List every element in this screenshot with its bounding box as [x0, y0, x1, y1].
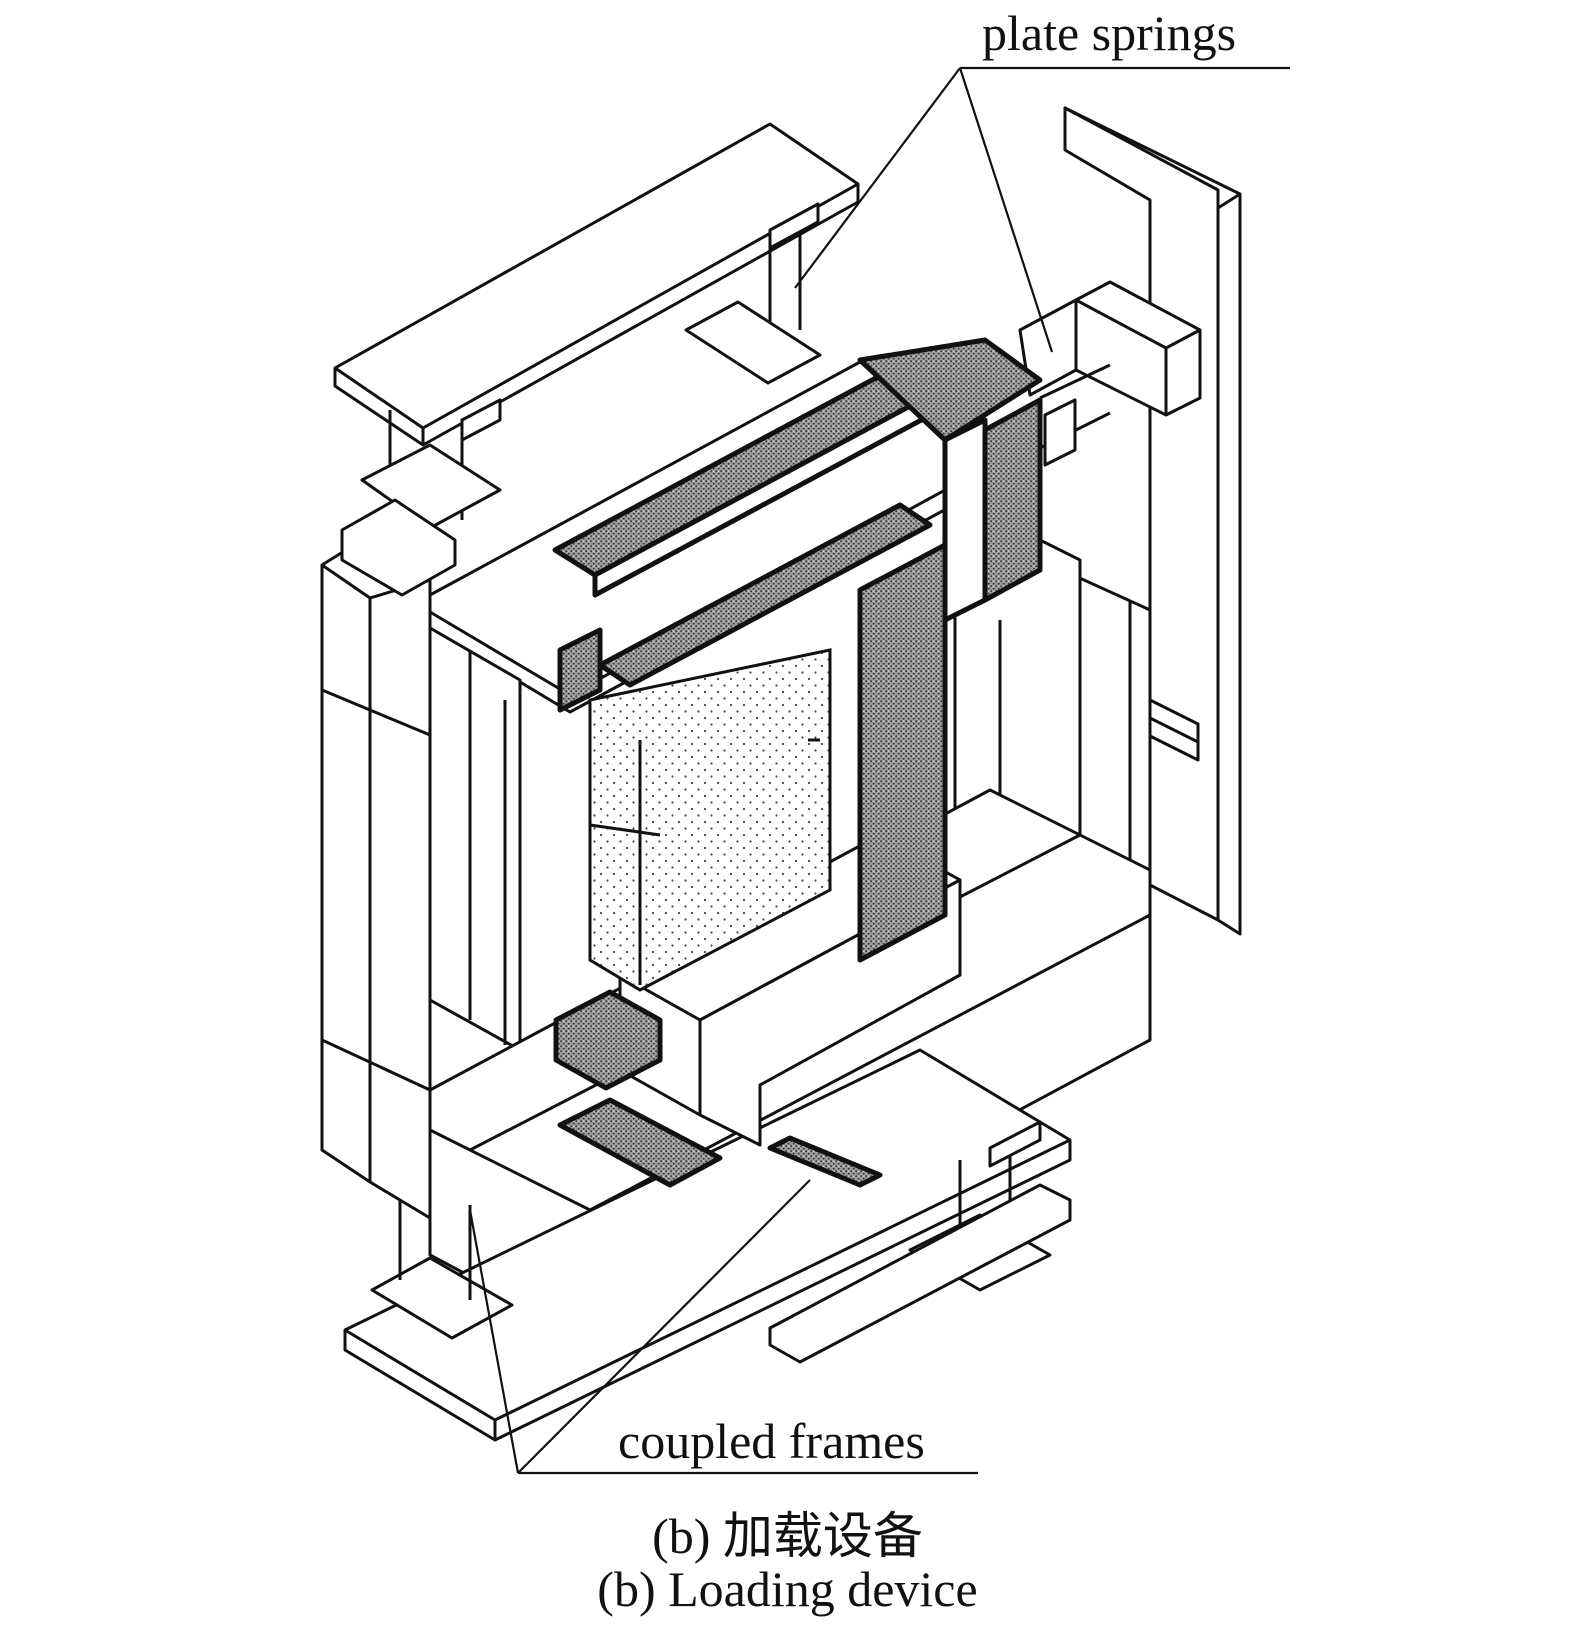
specimen-column [857, 337, 1043, 963]
coupled-frames-leader [468, 1179, 978, 1475]
bottom-right-springs [768, 1120, 1072, 1364]
plate-springs-label: plate springs [982, 5, 1237, 61]
left-column [320, 498, 457, 1220]
top-left-beam [333, 122, 860, 447]
specimen-top-flange [552, 362, 943, 713]
plate-springs-leader [794, 66, 1290, 353]
specimen-web [588, 648, 832, 992]
coupled-frame-left-post [428, 626, 522, 1052]
bottom-left-beam [343, 1048, 1072, 1442]
coupled-frames-label: coupled frames [618, 1413, 925, 1469]
caption-chinese: (b) 加载设备 [652, 1508, 923, 1564]
specimen-bottom-flange [553, 989, 883, 1188]
caption-english: (b) Loading device [597, 1561, 978, 1617]
